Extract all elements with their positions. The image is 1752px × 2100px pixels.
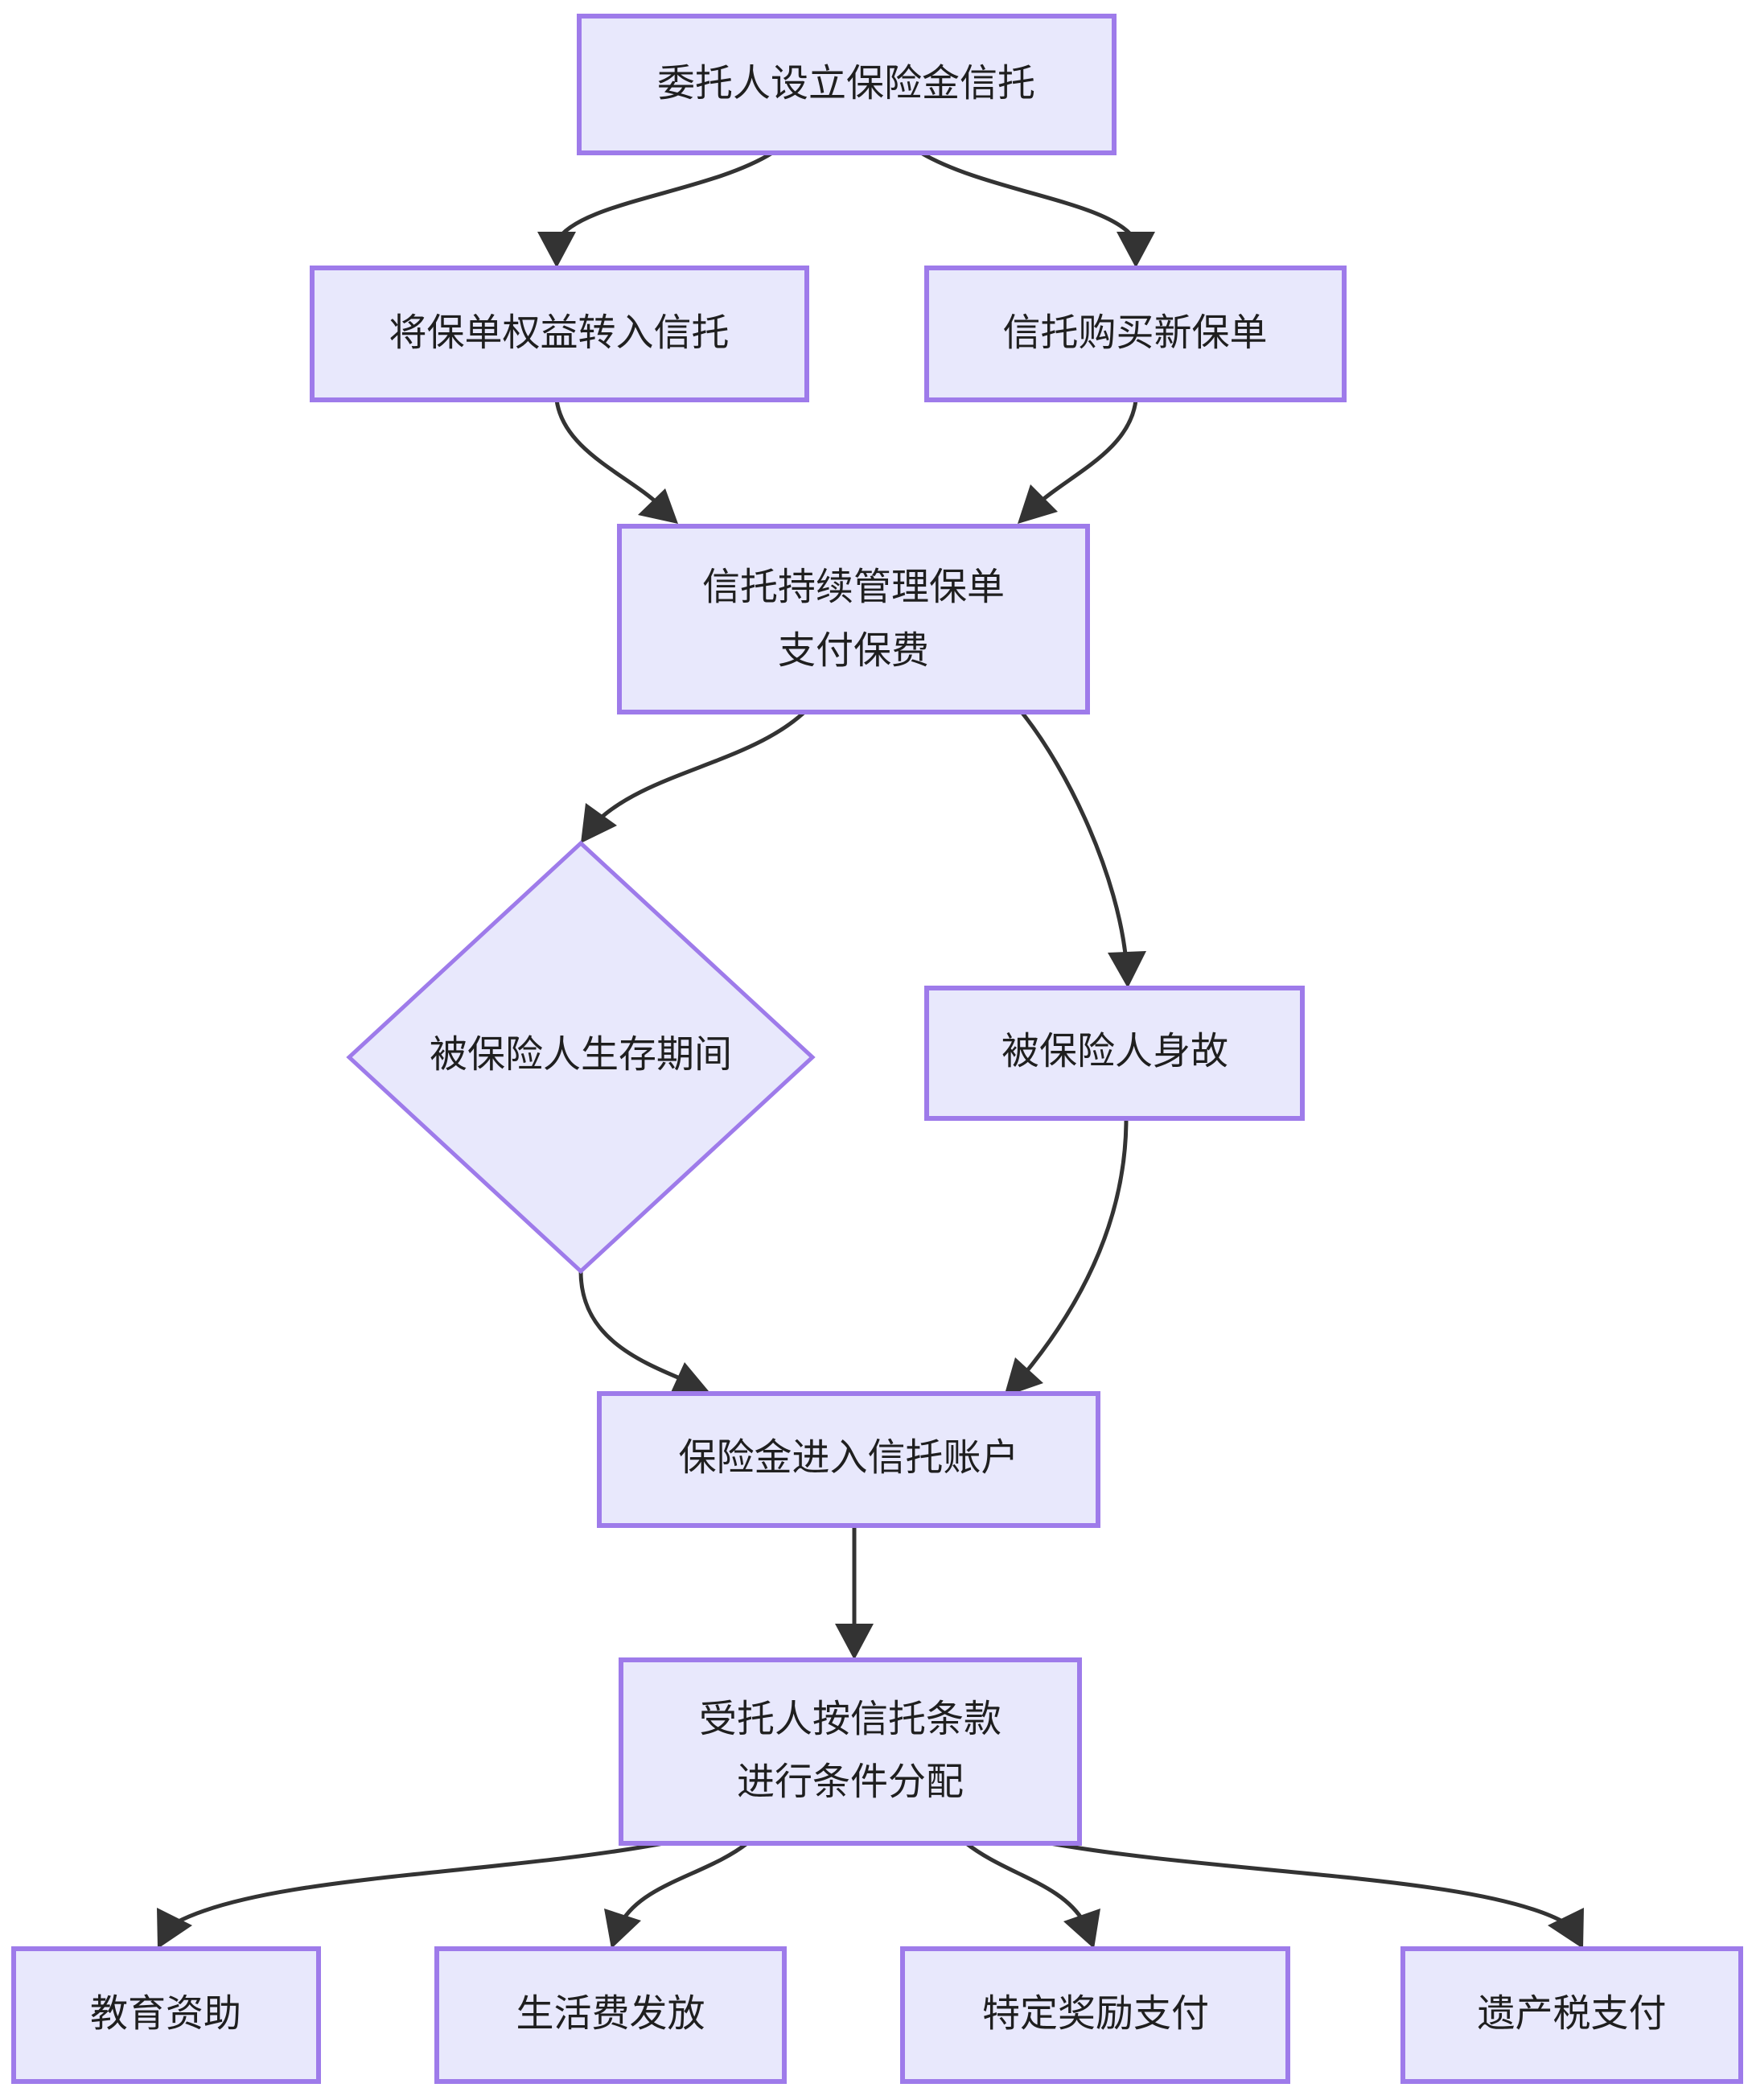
node-委托人设立保险金信托[interactable]: 委托人设立保险金信托 <box>577 14 1117 155</box>
edge-n2-n4 <box>554 399 678 524</box>
edge-n1-n2 <box>537 150 774 268</box>
node-label: 特定奖励支付 <box>982 1992 1209 2036</box>
edge-n4-n6 <box>1020 710 1146 988</box>
edge-n1-n3 <box>919 150 1155 268</box>
edge-n8-n11 <box>964 1841 1100 1949</box>
node-特定奖励支付[interactable]: 特定奖励支付 <box>900 1946 1290 2084</box>
node-被保险人身故[interactable]: 被保险人身故 <box>924 986 1305 1121</box>
edge-n4-n5 <box>581 710 806 843</box>
node-将保单权益转入信托[interactable]: 将保单权益转入信托 <box>310 266 809 402</box>
node-label-line-1: 受托人按信托条款 <box>699 1698 1001 1742</box>
edge-layer <box>157 150 1584 1949</box>
node-label: 将保单权益转入信托 <box>389 311 730 356</box>
node-受托人按信托条款-进行条件分配[interactable]: 受托人按信托条款 进行条件分配 <box>619 1657 1082 1846</box>
node-label-line-2: 支付保费 <box>778 629 929 673</box>
edge-n7-n8 <box>835 1526 874 1660</box>
edge-n6-n7 <box>1004 1118 1129 1397</box>
node-生活费发放[interactable]: 生活费发放 <box>434 1946 787 2084</box>
node-label-line-2: 进行条件分配 <box>737 1760 964 1805</box>
node-保险金进入信托账户[interactable]: 保险金进入信托账户 <box>597 1391 1100 1528</box>
node-label: 教育资助 <box>90 1992 241 2036</box>
node-label: 遗产税支付 <box>1478 1992 1667 2036</box>
node-label: 信托购买新保单 <box>1003 311 1268 356</box>
node-label-line-1: 信托持续管理保单 <box>702 566 1005 610</box>
node-遗产税支付[interactable]: 遗产税支付 <box>1400 1946 1743 2084</box>
edge-n8-n9 <box>157 1840 668 1949</box>
node-label: 被保险人生存期间 <box>430 1033 732 1077</box>
node-信托持续管理保单-支付保费[interactable]: 信托持续管理保单 支付保费 <box>617 524 1090 714</box>
edge-n3-n4 <box>1018 399 1138 524</box>
edge-n8-n12 <box>1045 1840 1584 1949</box>
node-label: 生活费发放 <box>516 1992 705 2036</box>
edge-n5-n7 <box>578 1270 709 1398</box>
node-label: 委托人设立保险金信托 <box>657 62 1035 106</box>
node-label: 被保险人身故 <box>1001 1030 1228 1074</box>
node-被保险人生存期间[interactable]: 被保险人生存期间 <box>346 840 816 1274</box>
edge-n8-n10 <box>604 1841 750 1949</box>
node-layer: 委托人设立保险金信托 将保单权益转入信托 信托购买新保单 信托持续管理保单 支付… <box>11 14 1743 2084</box>
node-label: 保险金进入信托账户 <box>679 1436 1019 1480</box>
node-信托购买新保单[interactable]: 信托购买新保单 <box>924 266 1347 402</box>
node-教育资助[interactable]: 教育资助 <box>11 1946 321 2084</box>
